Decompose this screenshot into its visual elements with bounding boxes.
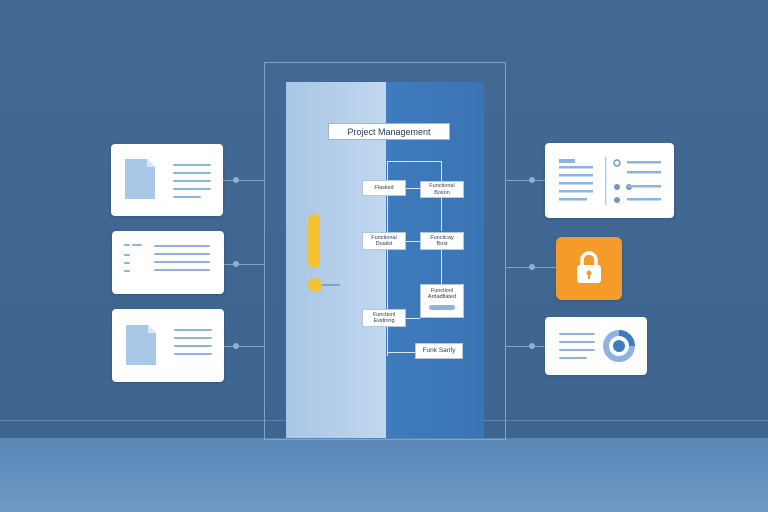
connector: [441, 250, 442, 284]
text-line: [174, 345, 212, 347]
wire-left-top: [222, 180, 264, 181]
list-bullet: [124, 262, 130, 264]
wire-left-bottom: [223, 346, 264, 347]
door-handle[interactable]: [308, 214, 320, 268]
text-line: [154, 261, 210, 263]
list-bullet: [124, 270, 130, 272]
list-bullet: [124, 254, 130, 256]
door-knob-line: [322, 284, 340, 286]
door-panel-dark: [386, 82, 484, 438]
text-line: [174, 353, 212, 355]
wire-dot: [529, 177, 535, 183]
connector: [441, 161, 442, 181]
list-line: [132, 244, 142, 246]
text-line: [559, 357, 587, 359]
text-line: [173, 180, 211, 182]
node-label: Evidinng: [373, 318, 395, 324]
text-line: [559, 333, 595, 335]
flow-node[interactable]: Functicay Bost: [420, 232, 464, 250]
door-panel-light: [286, 82, 386, 438]
document-icon: [125, 159, 155, 199]
node-label: Funk Sarify: [422, 347, 456, 355]
list-bullet: [124, 244, 130, 246]
wire-dot: [233, 343, 239, 349]
chart-card[interactable]: [545, 317, 647, 375]
flow-node[interactable]: Funk Sarify: [415, 343, 463, 359]
text-line: [174, 337, 212, 339]
pie-chart-icon: [603, 330, 635, 362]
text-line: [173, 172, 211, 174]
floor: [0, 438, 768, 512]
settings-panel-icon: [559, 157, 661, 205]
wire-left-middle: [223, 264, 264, 265]
text-line: [174, 329, 212, 331]
settings-card[interactable]: [545, 143, 674, 218]
node-label: Functional: [371, 234, 397, 241]
lock-icon: [577, 251, 601, 283]
door[interactable]: [286, 82, 484, 438]
wire-right-bottom: [506, 346, 546, 347]
text-line: [154, 245, 210, 247]
flow-node[interactable]: Functionl Ardadfiated: [420, 284, 464, 318]
diagram-title: Project Management: [328, 123, 450, 140]
text-line: [154, 269, 210, 271]
connector: [387, 161, 441, 162]
connector: [388, 352, 416, 353]
text-line: [559, 341, 595, 343]
text-line: [173, 196, 201, 198]
text-line: [173, 188, 211, 190]
text-line: [173, 164, 211, 166]
document-card[interactable]: [112, 309, 224, 382]
connector: [441, 197, 442, 231]
wire-dot: [529, 264, 535, 270]
document-icon: [126, 325, 156, 365]
flow-node[interactable]: Functional Doalist: [362, 232, 406, 250]
flow-node[interactable]: Functionl Evidinng: [362, 309, 406, 327]
flow-node[interactable]: Functional Boson: [420, 181, 464, 198]
flow-node[interactable]: Flasked: [362, 180, 406, 196]
node-label: Functionl: [372, 311, 396, 318]
node-label: Doalist: [375, 241, 393, 247]
wire-right-top: [506, 180, 546, 181]
list-card[interactable]: [112, 231, 224, 294]
wire-dot: [529, 343, 535, 349]
node-label: Bost: [436, 241, 448, 247]
text-line: [559, 349, 595, 351]
door-frame: [264, 62, 506, 440]
wire-dot: [233, 261, 239, 267]
node-label: Boson: [434, 189, 450, 196]
door-knob[interactable]: [308, 278, 322, 292]
node-label: Functional: [429, 183, 455, 190]
node-label: Ardadfiated: [427, 294, 457, 301]
node-label: Functionl: [430, 288, 454, 294]
document-card[interactable]: [111, 144, 223, 216]
node-label: Functicay: [430, 234, 454, 241]
lock-card[interactable]: [556, 237, 622, 300]
connector: [387, 161, 388, 356]
node-label: Flasked: [374, 184, 394, 191]
wire-dot: [233, 177, 239, 183]
node-progress-bar: [429, 304, 455, 310]
text-line: [154, 253, 210, 255]
